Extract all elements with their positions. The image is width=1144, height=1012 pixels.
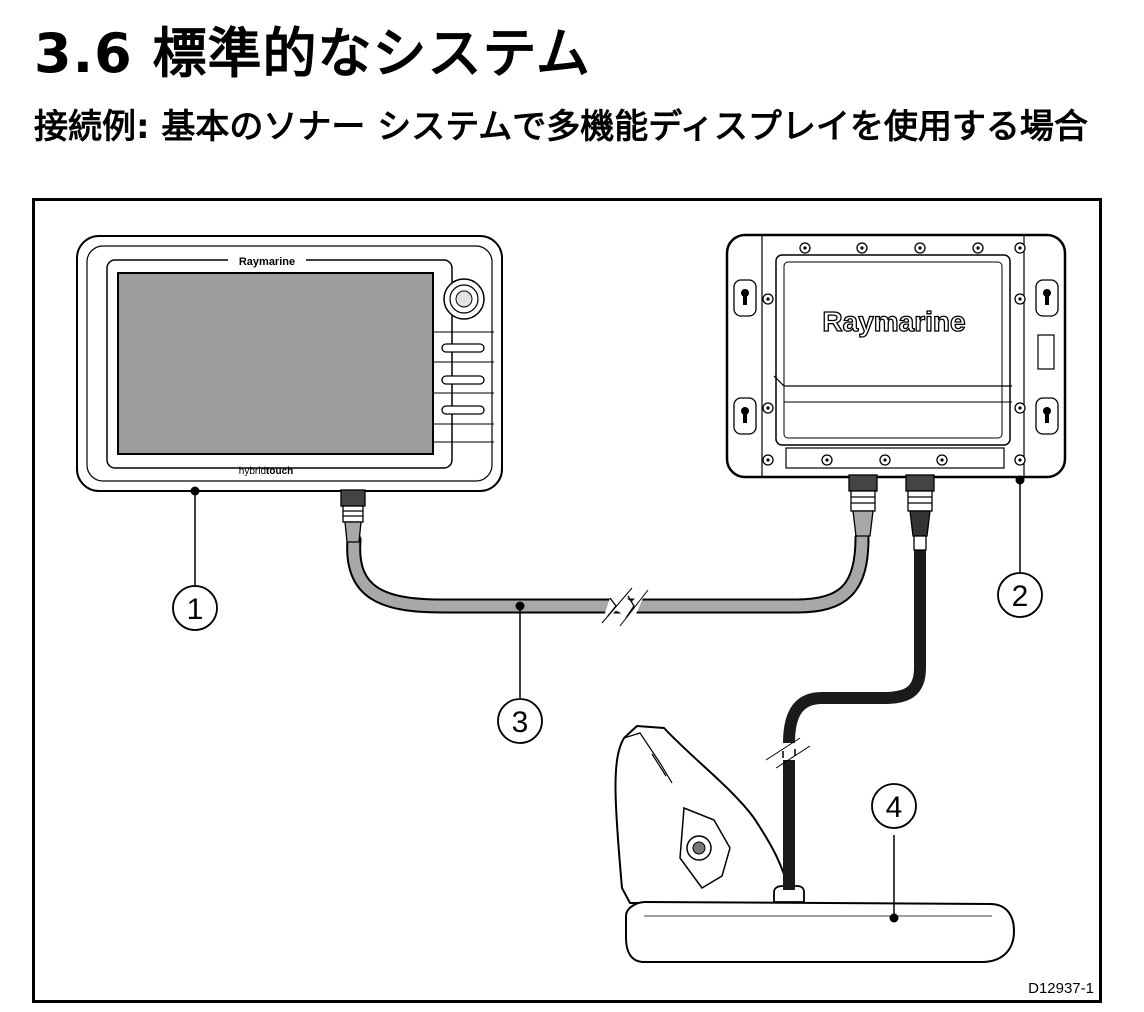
break-mark-icon <box>601 587 649 627</box>
multifunction-display: Raymarine hybridtouch <box>76 235 503 492</box>
sonar-cable-grey <box>346 530 870 614</box>
rotary-knob-icon <box>443 278 485 320</box>
break-mark-icon <box>765 737 811 769</box>
module-cable-connector <box>848 474 878 537</box>
display-subbrand-logo: hybridtouch <box>239 466 293 477</box>
callout-1: 1 <box>172 585 218 631</box>
section-title: 接続例: 基本のソナー システムで多機能ディスプレイを使用する場合 <box>34 107 1088 147</box>
callout-4: 4 <box>871 783 917 829</box>
module-brand-logo: Raymarine <box>822 306 965 337</box>
callout-3: 3 <box>497 698 543 744</box>
callout-anchor-dots <box>190 475 1025 923</box>
callout-2: 2 <box>997 572 1043 618</box>
display-brand-logo: Raymarine <box>239 256 295 268</box>
figure-reference: D12937-1 <box>1028 980 1094 997</box>
page-title: 3.6 標準的なシステム <box>34 22 591 85</box>
transducer-cable-black <box>783 550 926 890</box>
svg-text:4: 4 <box>886 791 903 824</box>
display-screen <box>117 272 434 455</box>
svg-text:1: 1 <box>187 593 204 626</box>
callout-leaders <box>194 480 1021 918</box>
sonar-module: Raymarine <box>725 233 1067 479</box>
display-cable-connector <box>340 489 366 543</box>
connection-diagram: Raymarine hybridtouch Raymarine <box>76 233 1094 997</box>
svg-text:2: 2 <box>1012 580 1029 613</box>
svg-text:3: 3 <box>512 706 529 739</box>
display-buttons <box>434 331 494 443</box>
transducer <box>614 724 1016 963</box>
transducer-cable-connector <box>905 474 935 551</box>
figure-frame <box>32 198 1102 1003</box>
